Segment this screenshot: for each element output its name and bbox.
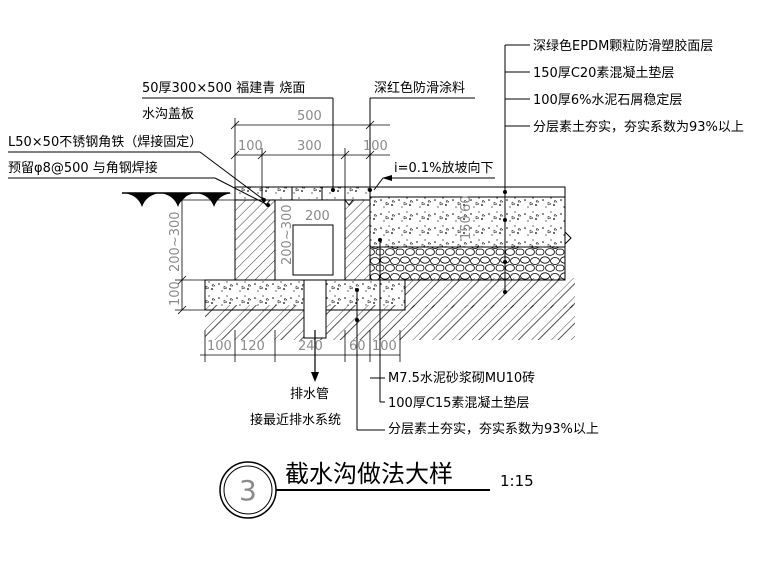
- top-right-leaders: [503, 44, 530, 294]
- drain-label-1: 排水管: [290, 387, 329, 402]
- callout-brick: M7.5水泥砂浆砌MU10砖: [388, 371, 535, 386]
- left-dimensions: [175, 195, 235, 315]
- stone-stabilized-layer: [369, 246, 566, 281]
- dim-bottom-2: 120: [240, 339, 265, 354]
- callout-cover-2: 水沟盖板: [142, 107, 194, 122]
- callout-earth-top: 分层素土夯实，夯实系数为93%以上: [533, 120, 744, 135]
- callout-rebar: 预留φ8@500 与角钢焊接: [8, 160, 158, 176]
- callout-angle: L50×50不锈钢角铁（焊接固定）: [8, 134, 202, 150]
- callout-cover-1: 50厚300×500 福建青 烧面: [142, 81, 305, 96]
- brick-wall-left: [234, 199, 276, 281]
- compacted-earth: [205, 305, 575, 340]
- brick-wall-right: [344, 199, 371, 281]
- dim-left-v2: 200~300: [168, 211, 183, 272]
- dim-left-v1: 100: [168, 281, 183, 306]
- callout-earth-bottom: 分层素土夯实，夯实系数为93%以上: [388, 422, 599, 437]
- callout-c20: 150厚C20素混凝土垫层: [533, 65, 674, 81]
- dim-total: 500: [297, 109, 322, 124]
- top-dimensions: [230, 118, 390, 187]
- dim-right-v: 150: [459, 215, 474, 240]
- dim-inner-width: 200: [305, 209, 330, 224]
- slope-arrow-icon: [382, 175, 392, 181]
- dim-bottom-3: 240: [298, 339, 323, 354]
- dim-mid: 300: [297, 139, 322, 154]
- bottom-dimensions: [200, 330, 401, 362]
- dim-left: 100: [238, 139, 263, 154]
- detail-scale: 1:15: [500, 472, 534, 490]
- bottom-leaders: [355, 238, 385, 431]
- dim-right-v2: 60: [459, 195, 474, 212]
- dim-right: 100: [363, 139, 388, 154]
- slope-label: i=0.1%放坡向下: [394, 160, 494, 176]
- detail-number: 3: [239, 474, 257, 507]
- drain-pipe: [303, 279, 327, 339]
- callout-c15: 100厚C15素混凝土垫层: [388, 395, 529, 411]
- callout-coating: 深红色防滑涂料: [374, 80, 465, 96]
- channel-inner: [292, 224, 334, 276]
- callout-epdm: 深绿色EPDM颗粒防滑塑胶面层: [533, 38, 713, 54]
- dim-inner-depth: 200~300: [280, 204, 295, 265]
- dim-bottom-5: 100: [372, 339, 397, 354]
- detail-title: 截水沟做法大样: [285, 460, 453, 488]
- dim-bottom-1: 100: [207, 339, 232, 354]
- compacted-earth-right: [405, 278, 575, 308]
- drain-arrow-icon: [311, 372, 319, 382]
- callout-stone: 100厚6%水泥石屑稳定层: [533, 92, 682, 108]
- drain-label-2: 接最近排水系统: [250, 412, 341, 428]
